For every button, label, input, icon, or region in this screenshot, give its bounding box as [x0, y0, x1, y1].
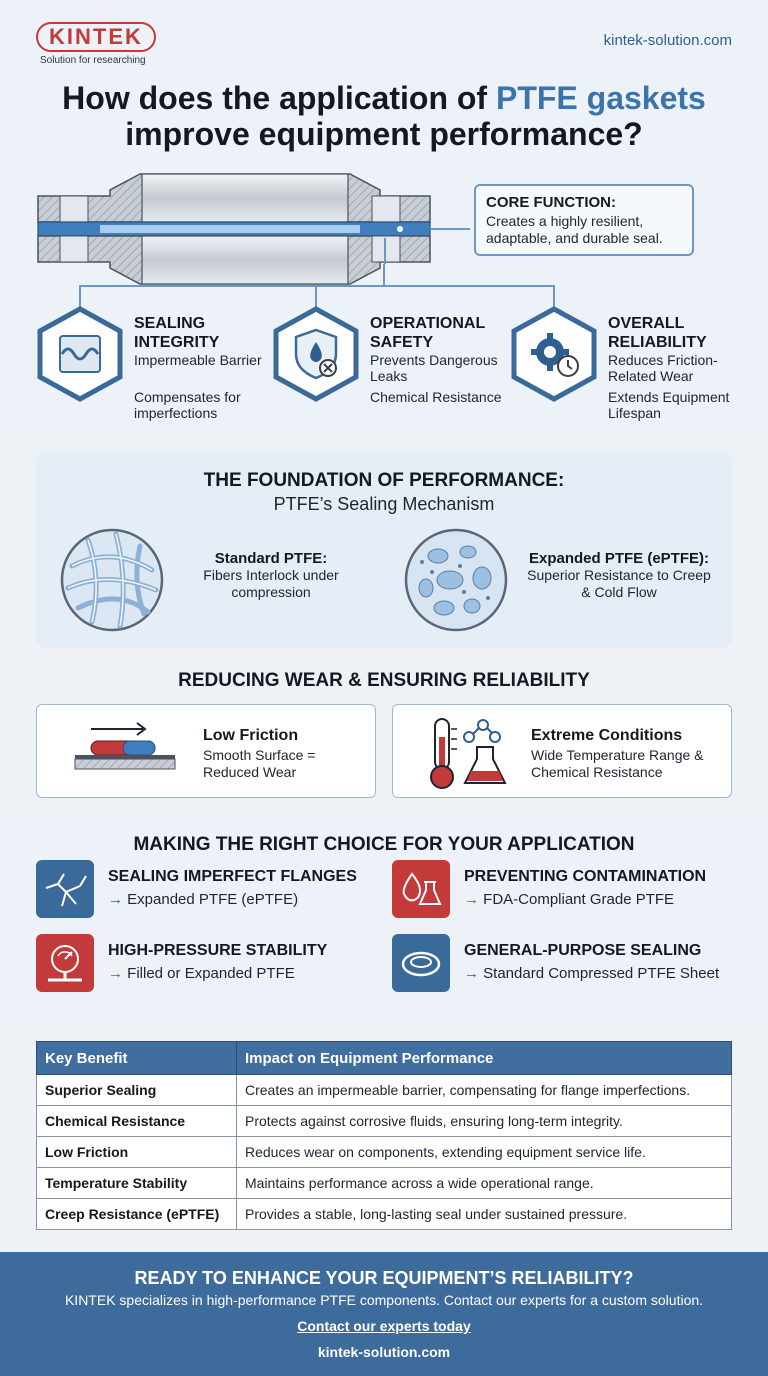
title-line2: improve equipment performance? [125, 116, 643, 152]
choice-item-title: HIGH-PRESSURE STABILITY [108, 942, 328, 959]
low-friction-card: Low Friction Smooth Surface = Reduced We… [36, 704, 376, 798]
choice-item-recommendation: → Expanded PTFE (ePTFE) [108, 891, 298, 908]
choice-item-recommendation: → Filled or Expanded PTFE [108, 965, 295, 982]
choice-item-rec-text: Expanded PTFE (ePTFE) [127, 891, 299, 908]
extreme-conditions-card: Extreme Conditions Wide Temperature Rang… [392, 704, 732, 798]
feature-title: OVERALL RELIABILITY [608, 315, 707, 351]
feature-point: Reduces Friction-Related Wear [608, 352, 718, 384]
arrow-right-icon: → [108, 965, 123, 982]
table-cell-impact: Creates an impermeable barrier, compensa… [236, 1074, 732, 1106]
footer-text: KINTEK specializes in high-performance P… [64, 1292, 704, 1308]
table-header-row: Key Benefit Impact on Equipment Performa… [36, 1041, 732, 1075]
foundation-title: THE FOUNDATION OF PERFORMANCE: [203, 470, 565, 491]
core-function-title: CORE FUNCTION: [486, 194, 616, 211]
benefits-table: Key Benefit Impact on Equipment Performa… [36, 1041, 732, 1230]
choice-item-rec-text: Filled or Expanded PTFE [127, 965, 295, 982]
feature-point: Compensates for imperfections [134, 389, 241, 421]
standard-ptfe-fibers-icon [60, 528, 164, 632]
footer-title: READY TO ENHANCE YOUR EQUIPMENT’S RELIAB… [134, 1268, 634, 1288]
sliding-friction-icon [74, 722, 176, 770]
gear-clock-icon [511, 306, 597, 402]
header-section: KINTEK Solution for researching kintek-s… [0, 0, 768, 432]
low-friction-text: Smooth Surface = Reduced Wear [203, 747, 316, 780]
logo-tagline: Solution for researching [40, 55, 146, 66]
foundation-subtitle: PTFE’s Sealing Mechanism [273, 494, 495, 514]
choice-item-recommendation: → FDA-Compliant Grade PTFE [464, 891, 674, 908]
feature-point: Extends Equipment Lifespan [608, 389, 730, 421]
choice-title: MAKING THE RIGHT CHOICE FOR YOUR APPLICA… [133, 834, 635, 855]
benefits-table-wrap: Key Benefit Impact on Equipment Performa… [36, 1041, 732, 1230]
arrow-right-icon: → [464, 965, 479, 982]
choice-item-general-purpose: GENERAL-PURPOSE SEALING → Standard Compr… [392, 934, 732, 994]
table-cell-benefit: Chemical Resistance [36, 1105, 237, 1137]
feature-title: SEALING INTEGRITY [134, 315, 220, 351]
expanded-ptfe-text: Superior Resistance to Creep & Cold Flow [527, 567, 711, 600]
table-cell-benefit: Superior Sealing [36, 1074, 237, 1106]
choice-item-rec-text: Standard Compressed PTFE Sheet [483, 965, 720, 982]
logo[interactable]: KINTEK Solution for researching [36, 22, 156, 66]
table-cell-impact: Protects against corrosive fluids, ensur… [236, 1105, 732, 1137]
choice-item-high-pressure: HIGH-PRESSURE STABILITY → Filled or Expa… [36, 934, 376, 994]
contact-experts-link[interactable]: Contact our experts today [297, 1318, 471, 1334]
footer-site-link[interactable]: kintek-solution.com [317, 1344, 451, 1360]
choice-item-rec-text: FDA-Compliant Grade PTFE [483, 891, 675, 908]
table-cell-benefit: Low Friction [36, 1136, 237, 1168]
table-cell-impact: Reduces wear on components, extending eq… [236, 1136, 732, 1168]
footer-cta: READY TO ENHANCE YOUR EQUIPMENT’S RELIAB… [0, 1252, 768, 1376]
table-header: Impact on Equipment Performance [236, 1041, 732, 1075]
thermometer-flask-icon [430, 718, 507, 789]
gasket-ring-icon [392, 934, 450, 992]
core-function-text: Creates a highly resilient, adaptable, a… [486, 213, 663, 246]
choice-item-contamination: PREVENTING CONTAMINATION → FDA-Compliant… [392, 860, 732, 920]
logo-badge: KINTEK [36, 22, 156, 52]
page-title: How does the application of PTFE gaskets… [0, 80, 768, 152]
choice-section: MAKING THE RIGHT CHOICE FOR YOUR APPLICA… [0, 820, 768, 1020]
low-friction-title: Low Friction [203, 727, 299, 744]
feature-point: Prevents Dangerous Leaks [370, 352, 498, 384]
shield-drop-icon [273, 306, 359, 402]
flange-gasket-illustration [37, 173, 470, 285]
table-cell-impact: Maintains performance across a wide oper… [236, 1167, 732, 1199]
table-header: Key Benefit [36, 1041, 237, 1075]
drop-flask-icon [392, 860, 450, 918]
feature-point: Impermeable Barrier [134, 352, 262, 368]
standard-ptfe-text: Fibers Interlock under compression [203, 567, 339, 600]
table-cell-benefit: Creep Resistance (ePTFE) [36, 1198, 237, 1230]
expanded-ptfe-structure-icon [404, 528, 508, 632]
choice-item-title: SEALING IMPERFECT FLANGES [108, 868, 357, 885]
table-cell-benefit: Temperature Stability [36, 1167, 237, 1199]
expanded-ptfe-title: Expanded PTFE (ePTFE): [528, 550, 709, 567]
cracked-surface-icon [36, 860, 94, 918]
table-row: Creep Resistance (ePTFE)Provides a stabl… [36, 1198, 732, 1230]
standard-ptfe-title: Standard PTFE: [214, 550, 328, 567]
feature-point: Chemical Resistance [370, 389, 502, 405]
seal-wave-icon [37, 306, 123, 402]
arrow-right-icon: → [464, 891, 479, 908]
foundation-section: THE FOUNDATION OF PERFORMANCE: PTFE’s Se… [36, 452, 732, 648]
extreme-conditions-title: Extreme Conditions [531, 727, 683, 744]
expanded-ptfe-label: Expanded PTFE (ePTFE): Superior Resistan… [524, 550, 714, 601]
feature-title: OPERATIONAL SAFETY [370, 315, 485, 351]
core-function-box: CORE FUNCTION: Creates a highly resilien… [474, 184, 694, 256]
title-line1-prefix: How does the application of [62, 80, 496, 116]
choice-item-title: GENERAL-PURPOSE SEALING [464, 942, 702, 959]
arrow-right-icon: → [108, 891, 123, 908]
wear-section-title: REDUCING WEAR & ENSURING RELIABILITY [178, 670, 590, 691]
logo-text: KINTEK [49, 24, 143, 49]
pressure-gauge-icon [36, 934, 94, 992]
extreme-conditions-text: Wide Temperature Range & Chemical Resist… [531, 747, 704, 780]
choice-item-recommendation: → Standard Compressed PTFE Sheet [464, 965, 719, 982]
standard-ptfe-label: Standard PTFE: Fibers Interlock under co… [186, 550, 356, 601]
table-cell-impact: Provides a stable, long-lasting seal und… [236, 1198, 732, 1230]
title-highlight: PTFE gaskets [495, 80, 706, 116]
site-url-link[interactable]: kintek-solution.com [603, 32, 732, 49]
choice-item-title: PREVENTING CONTAMINATION [464, 868, 707, 885]
choice-item-imperfect-flanges: SEALING IMPERFECT FLANGES → Expanded PTF… [36, 860, 376, 920]
